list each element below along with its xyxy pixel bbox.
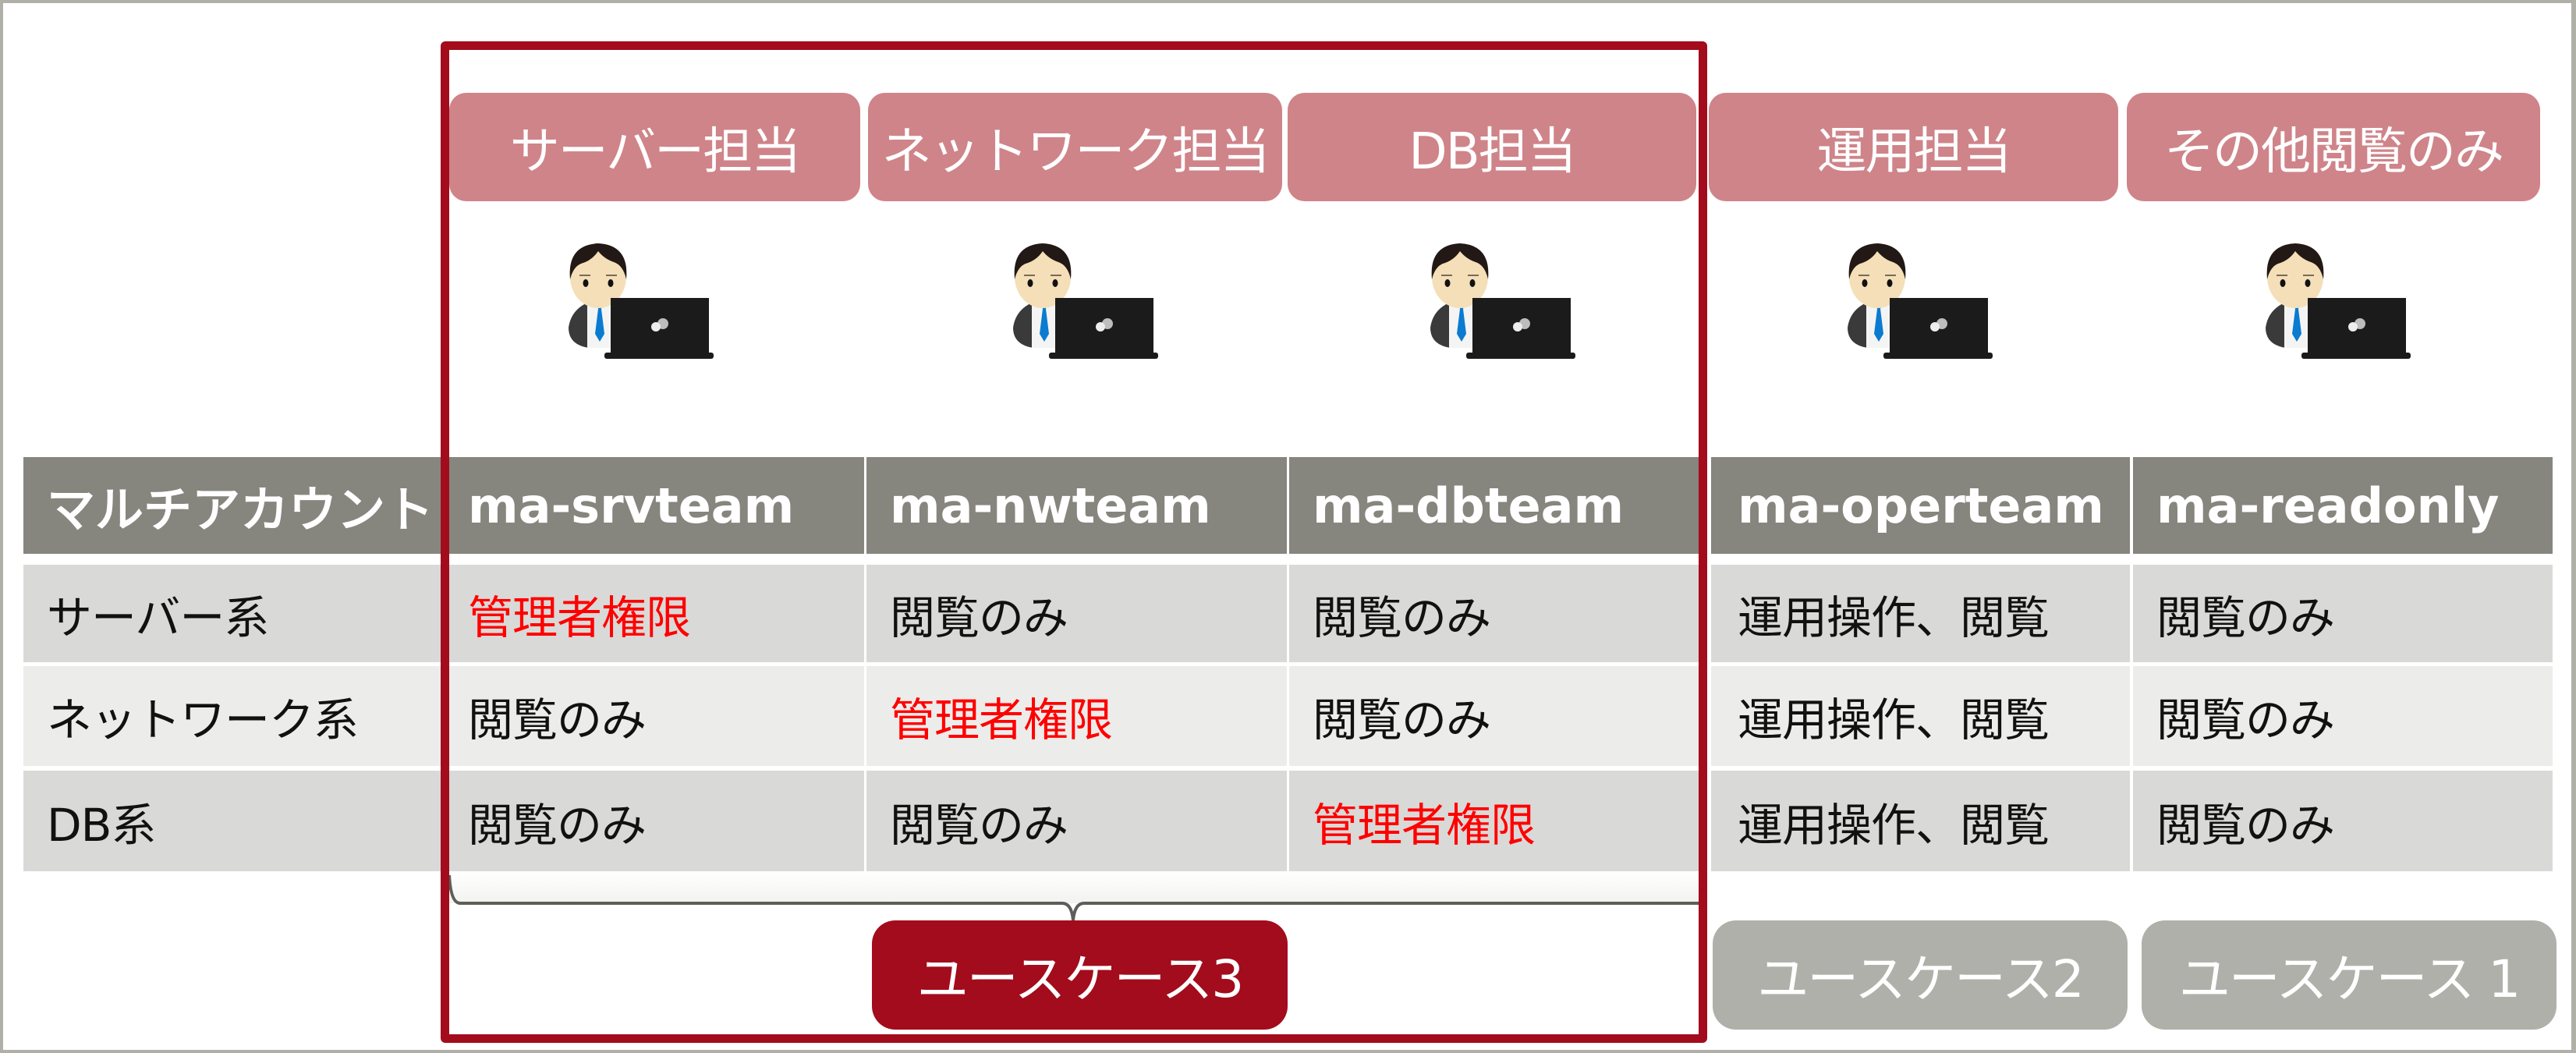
person-with-laptop-icon xyxy=(1430,243,1575,359)
usecase2-label: ユースケース2 xyxy=(1713,920,2128,1030)
table-cell: 閲覧のみ xyxy=(1289,565,1701,662)
usecase3-label: ユースケース3 xyxy=(872,920,1288,1030)
role-network: ネットワーク担当 xyxy=(868,93,1282,201)
person-with-laptop-icon xyxy=(569,243,714,359)
table-cell: 閲覧のみ xyxy=(866,771,1287,871)
table-cell: 閲覧のみ xyxy=(1289,666,1701,766)
table-cell: 管理者権限 xyxy=(445,565,864,662)
table-header-dbteam: ma-dbteam xyxy=(1289,457,1701,554)
person-with-laptop-icon xyxy=(2266,243,2411,359)
table-cell: 閲覧のみ xyxy=(2133,565,2553,662)
table-row-label: DB系 xyxy=(23,771,445,871)
table-cell: 運用操作、閲覧 xyxy=(1711,565,2130,662)
person-with-laptop-icon xyxy=(1013,243,1158,359)
table-header-label: マルチアカウント xyxy=(23,457,443,554)
role-server: サーバー担当 xyxy=(449,93,860,201)
table-header-srvteam: ma-srvteam xyxy=(445,457,864,554)
table-header-readonly: ma-readonly xyxy=(2133,457,2553,554)
role-operation: 運用担当 xyxy=(1709,93,2118,201)
table-cell: 閲覧のみ xyxy=(2133,666,2553,766)
table-row-label: サーバー系 xyxy=(23,565,445,662)
table-row-label: ネットワーク系 xyxy=(23,666,445,766)
curly-brace-icon xyxy=(449,874,1701,921)
table-header-nwteam: ma-nwteam xyxy=(866,457,1287,554)
person-with-laptop-icon xyxy=(1848,243,1993,359)
table-cell: 閲覧のみ xyxy=(445,666,864,766)
table-cell: 閲覧のみ xyxy=(445,771,864,871)
table-cell: 閲覧のみ xyxy=(866,565,1287,662)
usecase1-label: ユースケース 1 xyxy=(2142,920,2557,1030)
table-cell: 運用操作、閲覧 xyxy=(1711,666,2130,766)
role-readonly: その他閲覧のみ xyxy=(2127,93,2540,201)
brace-shading xyxy=(449,871,1699,903)
table-cell: 閲覧のみ xyxy=(2133,771,2553,871)
table-cell: 管理者権限 xyxy=(1289,771,1701,871)
table-cell: 管理者権限 xyxy=(866,666,1287,766)
table-header-operteam: ma-operteam xyxy=(1711,457,2130,554)
table-cell: 運用操作、閲覧 xyxy=(1711,771,2130,871)
role-db: DB担当 xyxy=(1288,93,1696,201)
usecase3-frame xyxy=(441,41,1707,1043)
